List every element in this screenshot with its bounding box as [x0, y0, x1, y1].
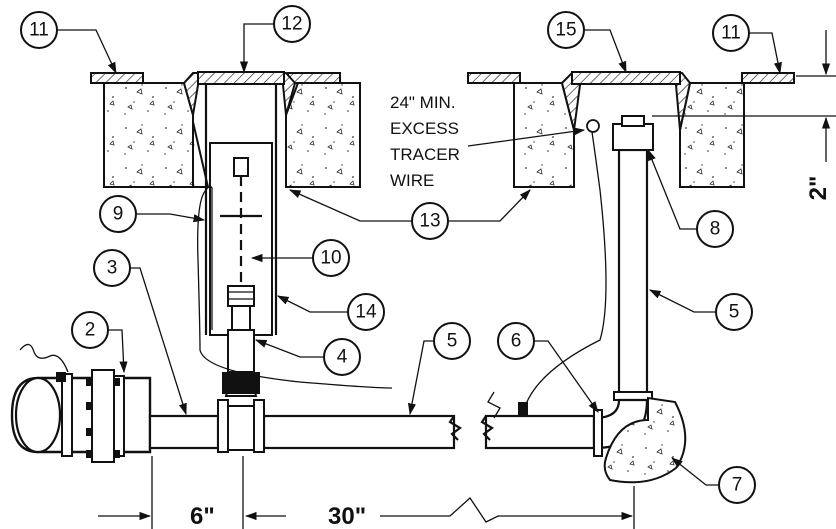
tracer-wire-note: 24" MIN. EXCESS TRACER WIRE: [390, 93, 586, 190]
note-line-3: TRACER: [390, 145, 460, 164]
callout-11-right: 11: [712, 14, 782, 75]
callout-4: 4: [254, 338, 361, 376]
callout-3-label: 3: [107, 258, 118, 279]
callout-12-label: 12: [281, 14, 302, 35]
callout-3: 3: [93, 249, 187, 416]
callout-9-label: 9: [113, 204, 124, 225]
callout-14-label: 14: [355, 302, 377, 323]
callout-2-label: 2: [85, 320, 96, 341]
right-concrete-slab: [467, 72, 795, 188]
callout-11-left: 11: [20, 11, 117, 75]
tapping-sleeve-flange: [61, 369, 125, 463]
callout-13-label: 13: [419, 211, 440, 232]
callout-5-right-label: 5: [729, 302, 740, 323]
callout-6-label: 6: [511, 331, 522, 352]
note-line-1: 24" MIN.: [390, 93, 456, 112]
note-line-2: EXCESS: [390, 119, 459, 138]
callout-7: 7: [671, 457, 756, 504]
cleanout-lid: [571, 71, 681, 85]
valve-box: [204, 84, 278, 336]
operating-nut-extension: [220, 157, 262, 307]
left-concrete-slab: [90, 72, 361, 188]
dimension-2-inch: 2": [652, 30, 836, 200]
cleanout-plug: [612, 115, 654, 151]
dim-2-label: 2": [805, 176, 832, 201]
callout-5-center: 5: [407, 322, 471, 416]
callout-6: 6: [497, 322, 599, 413]
callout-14: 14: [276, 293, 385, 331]
callout-8-label: 8: [710, 219, 721, 240]
existing-main-pipe: [10, 376, 152, 454]
gate-valve: [217, 305, 265, 453]
dim-30-label: 30": [328, 503, 366, 529]
dimension-6-inch: 6": [98, 456, 215, 529]
callout-10: 10: [250, 239, 350, 277]
note-line-4: WIRE: [390, 171, 434, 190]
callout-15: 15: [547, 11, 627, 74]
callout-11-right-label: 11: [721, 23, 741, 44]
tracer-wire: [19, 119, 607, 419]
callout-11-left-label: 11: [29, 20, 49, 41]
callout-8: 8: [647, 148, 734, 248]
callout-5-center-label: 5: [447, 331, 458, 352]
dim-6-label: 6": [190, 503, 215, 529]
callout-4-label: 4: [337, 347, 348, 368]
dimension-30-inch: 30": [242, 456, 635, 529]
callout-13: 13: [288, 189, 531, 240]
callout-15-label: 15: [555, 20, 576, 41]
callout-2: 2: [71, 311, 128, 374]
callout-7-label: 7: [732, 475, 743, 496]
service-pipe: [148, 414, 596, 450]
callout-10-label: 10: [320, 248, 341, 269]
riser-pipe: [592, 148, 653, 457]
callout-12: 12: [239, 5, 311, 74]
callout-5-right: 5: [648, 289, 753, 331]
valve-box-lid: [197, 71, 285, 85]
callout-9: 9: [99, 195, 206, 233]
